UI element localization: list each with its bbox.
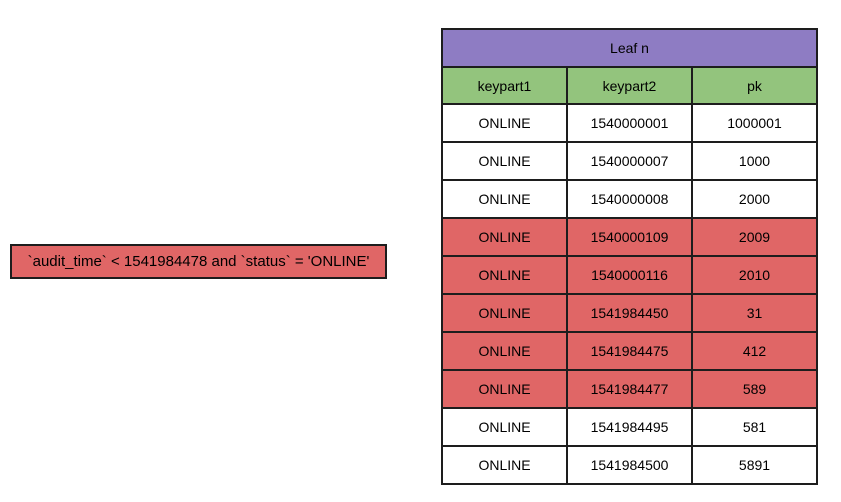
cell-pk: 31: [691, 293, 818, 333]
table-title: Leaf n: [441, 28, 818, 68]
column-header-keypart2: keypart2: [566, 66, 693, 105]
cell-keypart2: 1541984495: [566, 407, 693, 447]
cell-pk: 2009: [691, 217, 818, 257]
cell-keypart1: ONLINE: [441, 141, 568, 181]
cell-pk: 1000: [691, 141, 818, 181]
cell-pk: 5891: [691, 445, 818, 485]
cell-keypart2: 1541984450: [566, 293, 693, 333]
table-title-row: Leaf n: [441, 28, 818, 68]
cell-pk: 1000001: [691, 103, 818, 143]
cell-keypart1: ONLINE: [441, 293, 568, 333]
cell-keypart1: ONLINE: [441, 407, 568, 447]
cell-keypart1: ONLINE: [441, 103, 568, 143]
cell-keypart2: 1541984477: [566, 369, 693, 409]
cell-keypart2: 1540000116: [566, 255, 693, 295]
cell-keypart2: 1541984500: [566, 445, 693, 485]
cell-keypart1: ONLINE: [441, 331, 568, 371]
query-condition-text: `audit_time` < 1541984478 and `status` =…: [27, 253, 370, 270]
cell-keypart1: ONLINE: [441, 179, 568, 219]
cell-keypart2: 1540000001: [566, 103, 693, 143]
column-header-pk: pk: [691, 66, 818, 105]
cell-pk: 412: [691, 331, 818, 371]
cell-keypart2: 1540000007: [566, 141, 693, 181]
cell-pk: 2010: [691, 255, 818, 295]
cell-keypart2: 1540000109: [566, 217, 693, 257]
cell-pk: 589: [691, 369, 818, 409]
query-condition-box: `audit_time` < 1541984478 and `status` =…: [10, 244, 387, 279]
cell-pk: 581: [691, 407, 818, 447]
column-header-keypart1: keypart1: [441, 66, 568, 105]
cell-keypart1: ONLINE: [441, 255, 568, 295]
cell-keypart2: 1540000008: [566, 179, 693, 219]
cell-pk: 2000: [691, 179, 818, 219]
cell-keypart1: ONLINE: [441, 445, 568, 485]
table-header-row: keypart1 keypart2 pk: [441, 66, 818, 105]
cell-keypart1: ONLINE: [441, 369, 568, 409]
cell-keypart1: ONLINE: [441, 217, 568, 257]
cell-keypart2: 1541984475: [566, 331, 693, 371]
